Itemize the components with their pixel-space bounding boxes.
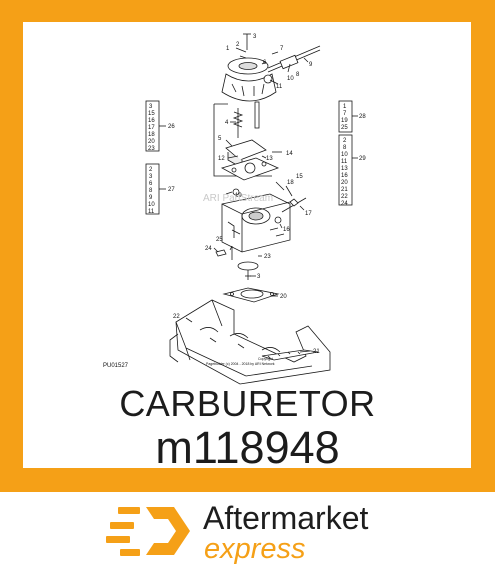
part-number: m118948: [155, 422, 340, 473]
ref-item: 9: [149, 195, 153, 201]
ref-item: 21: [341, 187, 348, 193]
callout-24: 24: [205, 246, 212, 252]
ref-item: 1: [343, 104, 347, 110]
ref-item: 20: [341, 180, 348, 186]
callout-27: 27: [168, 187, 175, 193]
callout-13: 13: [266, 156, 273, 162]
ref-item: 8: [149, 188, 153, 194]
exploded-parts-diagram: 3 1 2 6 7 8 9 10 11 4 5 12 13 14 19 15 1…: [103, 33, 366, 385]
reference-box-28: 1 7 19 25: [341, 104, 348, 131]
ref-item: 19: [341, 118, 348, 124]
copyright-line-1: Copyright: [258, 357, 273, 361]
ref-item: 16: [341, 173, 348, 179]
callout-21: 21: [313, 349, 320, 355]
ref-item: 2: [149, 167, 153, 173]
ref-item: 6: [149, 181, 153, 187]
ref-item: 16: [148, 118, 155, 124]
callout-5: 5: [218, 136, 222, 142]
ref-item: 22: [341, 194, 348, 200]
brand-name-line-2: express: [204, 533, 306, 565]
copyright-line-2: Pagebuilder (c) 2004 - 2018 by ARI Netwo…: [206, 362, 275, 366]
reference-box-26: 3 15 16 17 18 20 23: [148, 104, 155, 152]
callout-29: 29: [359, 156, 366, 162]
ref-item: 15: [148, 111, 155, 117]
callout-3: 3: [253, 34, 257, 40]
ref-item: 18: [148, 132, 155, 138]
callout-28: 28: [359, 114, 366, 120]
callout-18: 18: [287, 180, 294, 186]
ref-item: 8: [343, 145, 347, 151]
callout-26: 26: [168, 124, 175, 130]
callout-3b: 3: [257, 274, 261, 280]
hexagon-speed-icon: [106, 507, 190, 556]
ref-item: 3: [149, 104, 153, 110]
ref-item: 3: [149, 174, 153, 180]
callout-16: 16: [283, 227, 290, 233]
reference-box-29: 2 8 10 11 13 16 20 21 22 24: [341, 138, 348, 207]
callout-14: 14: [286, 151, 293, 157]
figure-id: PU01527: [103, 363, 129, 369]
ref-item: 13: [341, 166, 348, 172]
ref-item: 24: [341, 201, 348, 207]
callout-17: 17: [305, 211, 312, 217]
ref-item: 7: [343, 111, 347, 117]
callout-8: 8: [296, 72, 300, 78]
ref-item: 11: [341, 159, 348, 165]
ref-item: 10: [148, 202, 155, 208]
callout-10: 10: [287, 76, 294, 82]
callout-19: 19: [235, 193, 242, 199]
ref-item: 11: [148, 209, 155, 215]
ref-item: 23: [148, 146, 155, 152]
brand-name-line-1: Aftermarket: [203, 500, 369, 536]
ref-item: 10: [341, 152, 348, 158]
callout-12: 12: [218, 156, 225, 162]
callout-15: 15: [296, 174, 303, 180]
callout-11: 11: [276, 84, 283, 90]
callout-4: 4: [225, 120, 229, 126]
watermark: ARI PartStream: [203, 193, 273, 204]
callout-6: 6: [263, 60, 267, 66]
reference-box-27: 2 3 6 8 9 10 11: [148, 167, 155, 215]
callout-7: 7: [280, 46, 284, 52]
callout-2: 2: [236, 42, 240, 48]
ref-item: 17: [148, 125, 155, 131]
product-name: CARBURETOR: [119, 383, 376, 424]
callout-1: 1: [226, 46, 230, 52]
ref-item: 2: [343, 138, 347, 144]
brand-footer: [0, 492, 495, 575]
ref-item: 25: [341, 125, 348, 131]
callout-9: 9: [309, 62, 313, 68]
callout-25: 25: [216, 237, 223, 243]
callout-20: 20: [280, 294, 287, 300]
callout-22: 22: [173, 314, 180, 320]
ref-item: 20: [148, 139, 155, 145]
callout-23: 23: [264, 254, 271, 260]
